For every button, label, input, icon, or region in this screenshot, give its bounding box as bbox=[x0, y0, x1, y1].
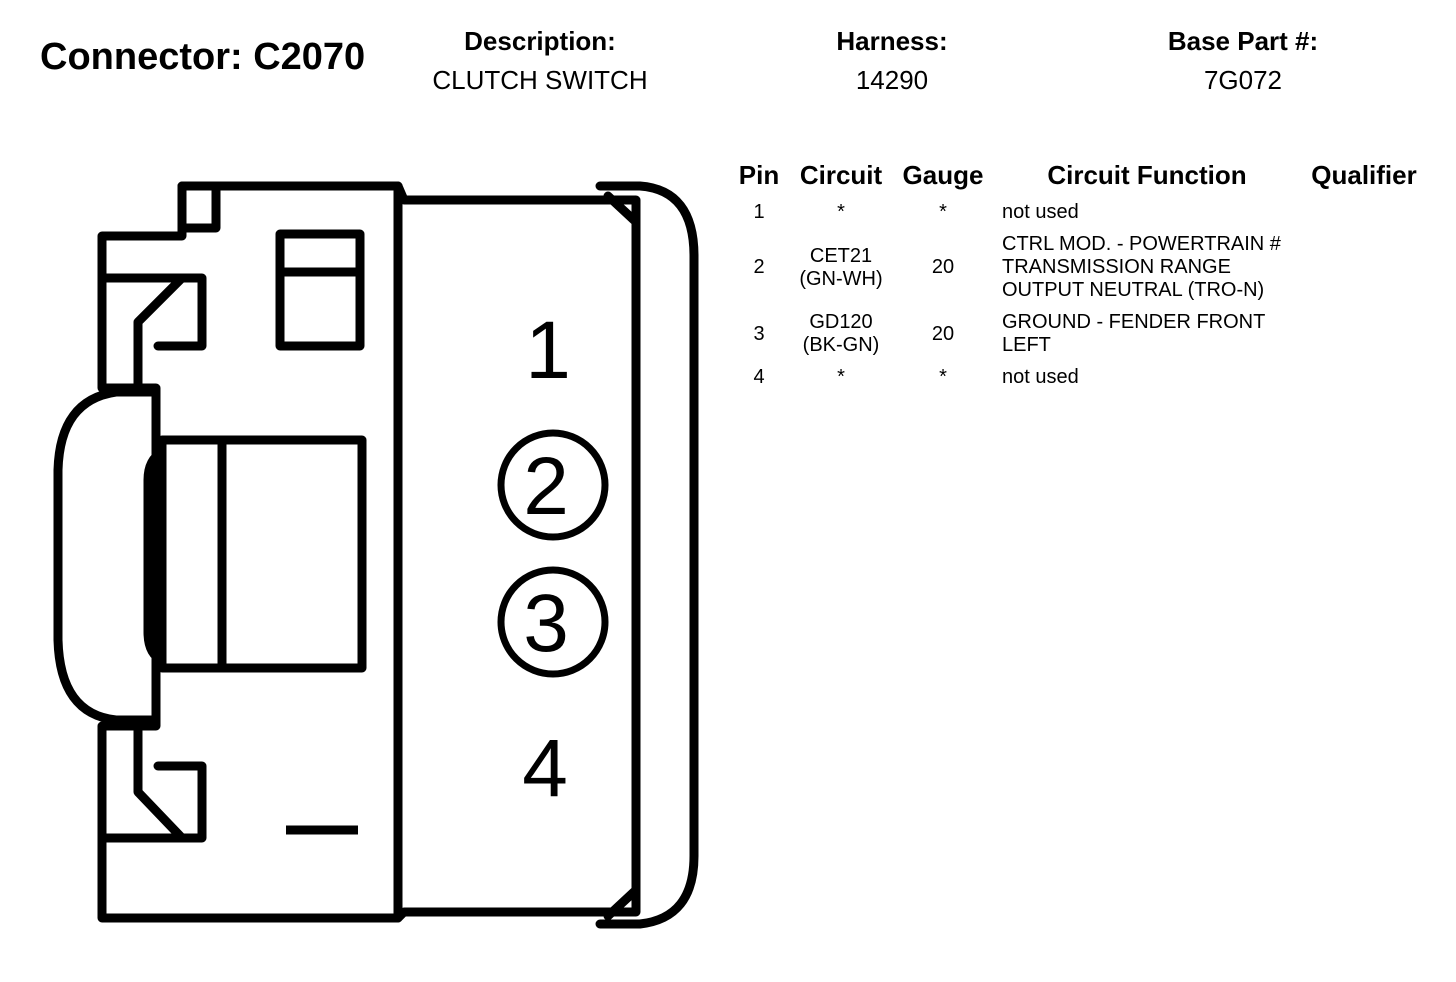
pin-2-circle bbox=[497, 429, 609, 541]
table-row: 3 GD120 (BK-GN) 20 GROUND - FENDER FRONT… bbox=[728, 311, 1428, 366]
cell-qualifier bbox=[1300, 366, 1428, 398]
harness-block: Harness: 14290 bbox=[792, 26, 992, 98]
cell-pin: 4 bbox=[753, 366, 765, 388]
lower-notch bbox=[97, 725, 187, 843]
cell-gauge: 20 bbox=[931, 322, 955, 345]
circuit-line: CET21 bbox=[809, 244, 873, 267]
cell-pin: 2 bbox=[753, 256, 765, 278]
header-pin: Pin bbox=[738, 160, 780, 190]
function-line: not used bbox=[1002, 366, 1079, 388]
pin-3-circle bbox=[497, 566, 609, 678]
function-line: CTRL MOD. - POWERTRAIN # bbox=[1002, 233, 1281, 255]
header-circuit: Circuit bbox=[799, 160, 883, 190]
pin-label-1: 1 bbox=[525, 305, 571, 396]
circuit-line: * bbox=[837, 201, 845, 223]
window-slot bbox=[275, 229, 365, 351]
function-line: GROUND - FENDER FRONT bbox=[1002, 311, 1266, 333]
table-row: 4 * * not used bbox=[728, 366, 1428, 398]
circuit-line: * bbox=[837, 366, 845, 388]
connector-title: Connector: C2070 bbox=[40, 36, 366, 78]
circuit-color-line: (GN-WH) bbox=[799, 267, 883, 290]
cell-qualifier bbox=[1300, 233, 1428, 311]
table-row: 1 * * not used bbox=[728, 201, 1428, 233]
base-part-block: Base Part #: 7G072 bbox=[1143, 26, 1343, 98]
cell-gauge: 20 bbox=[931, 256, 955, 278]
header-circuit-function: Circuit Function bbox=[1047, 160, 1247, 190]
function-line: TRANSMISSION RANGE bbox=[1002, 256, 1231, 278]
top-latch-tab bbox=[177, 181, 221, 233]
cell-circuit: * bbox=[790, 201, 892, 233]
right-cap bbox=[595, 181, 699, 929]
cell-pin: 3 bbox=[753, 322, 765, 345]
harness-label: Harness: bbox=[836, 26, 948, 56]
description-label: Description: bbox=[464, 26, 616, 56]
cell-gauge: * bbox=[939, 201, 947, 223]
cell-function: not used bbox=[994, 201, 1300, 233]
harness-value: 14290 bbox=[855, 65, 929, 95]
description-block: Description: CLUTCH SWITCH bbox=[400, 26, 680, 98]
header-qualifier: Qualifier bbox=[1311, 160, 1417, 190]
function-line: OUTPUT NEUTRAL (TRO-N) bbox=[1002, 279, 1265, 301]
cell-circuit: CET21 (GN-WH) bbox=[790, 233, 892, 311]
cell-qualifier bbox=[1300, 311, 1428, 366]
table-row: 2 CET21 (GN-WH) 20 CTRL MOD. - POWERTRAI… bbox=[728, 233, 1428, 311]
pin-label-4: 4 bbox=[522, 723, 568, 814]
cell-qualifier bbox=[1300, 201, 1428, 233]
cell-function: GROUND - FENDER FRONT LEFT bbox=[994, 311, 1300, 366]
upper-notch bbox=[97, 273, 187, 389]
circuit-line: GD120 bbox=[809, 311, 873, 333]
circuit-color-line: (BK-GN) bbox=[802, 334, 880, 356]
cell-circuit: * bbox=[790, 366, 892, 398]
cell-function: CTRL MOD. - POWERTRAIN # TRANSMISSION RA… bbox=[994, 233, 1300, 311]
connector-diagram: 1 2 3 4 bbox=[53, 181, 699, 929]
base-part-label: Base Part #: bbox=[1167, 26, 1319, 56]
pin-table: Pin Circuit Gauge Circuit Function Quali… bbox=[728, 160, 1428, 398]
face-plate bbox=[393, 181, 641, 923]
inner-socket bbox=[157, 435, 367, 673]
left-bump bbox=[53, 387, 161, 725]
cell-pin: 1 bbox=[753, 201, 765, 223]
cell-circuit: GD120 (BK-GN) bbox=[790, 311, 892, 366]
pin-table-header: Pin Circuit Gauge Circuit Function Quali… bbox=[728, 160, 1428, 201]
function-line: LEFT bbox=[1002, 334, 1051, 356]
base-part-value: 7G072 bbox=[1203, 65, 1283, 95]
cell-gauge: * bbox=[939, 366, 947, 388]
description-value: CLUTCH SWITCH bbox=[432, 65, 648, 95]
header-gauge: Gauge bbox=[902, 160, 984, 190]
pin-label-3: 3 bbox=[523, 578, 569, 669]
function-line: not used bbox=[1002, 201, 1079, 223]
pin-label-2: 2 bbox=[523, 441, 569, 532]
cell-function: not used bbox=[994, 366, 1300, 398]
